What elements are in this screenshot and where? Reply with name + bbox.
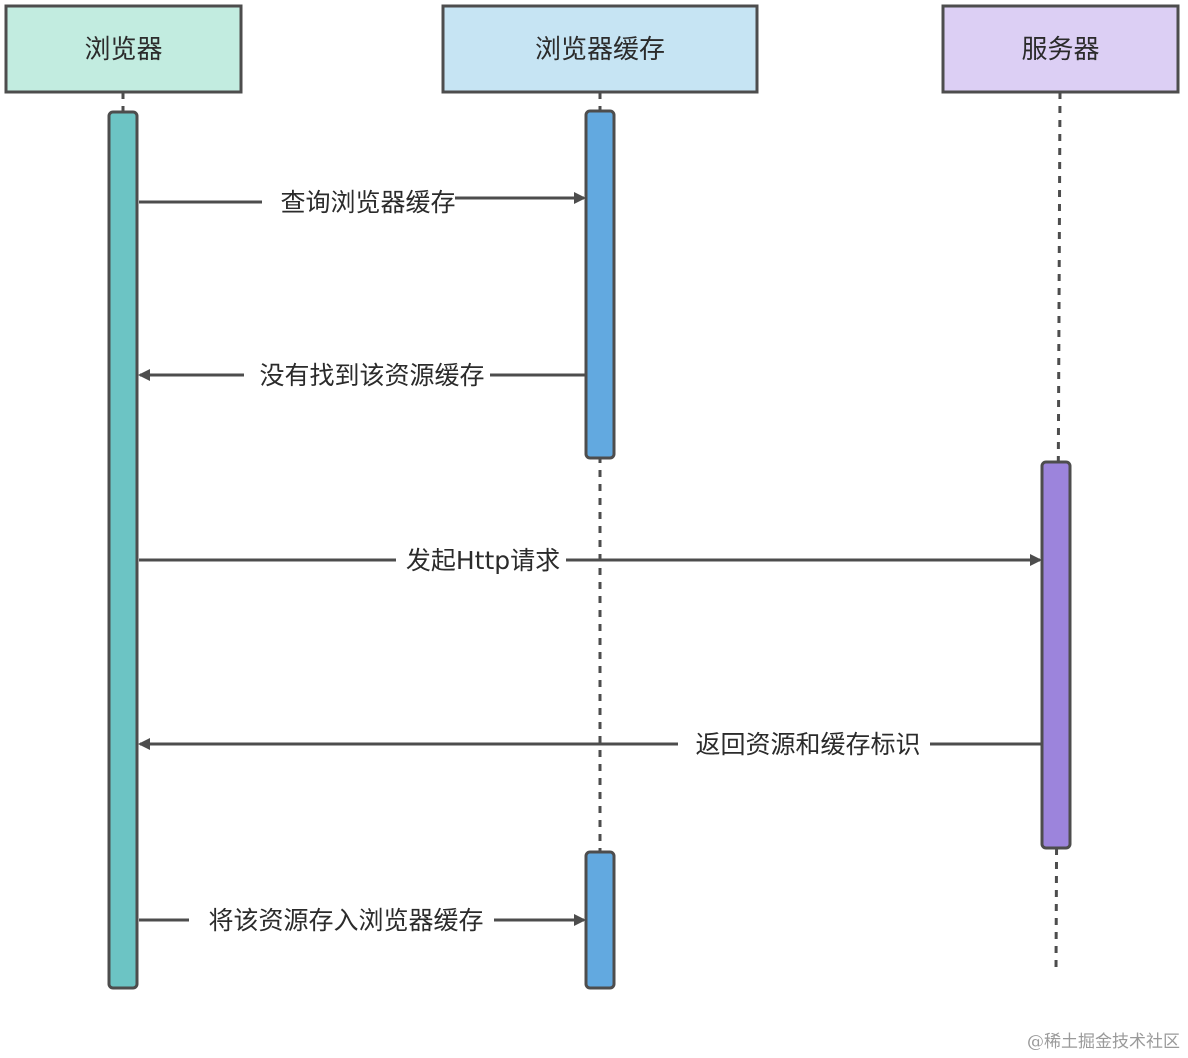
message-label: 发起Http请求 xyxy=(406,546,560,575)
message-label: 没有找到该资源缓存 xyxy=(259,361,484,390)
activation-browser xyxy=(107,110,139,990)
participant-label: 浏览器缓存 xyxy=(535,35,665,65)
message-http-request: 发起Http请求 xyxy=(139,546,1042,575)
message-store-cache: 将该资源存入浏览器缓存 xyxy=(139,906,586,935)
message-label: 查询浏览器缓存 xyxy=(280,188,455,217)
participant-label: 浏览器 xyxy=(84,35,162,65)
message-cache-miss: 没有找到该资源缓存 xyxy=(138,361,585,390)
message-label: 返回资源和缓存标识 xyxy=(695,730,920,759)
watermark: @稀土掘金技术社区 xyxy=(1027,1032,1180,1052)
participant-browser: 浏览器 xyxy=(4,4,243,94)
activation-server xyxy=(1040,460,1072,850)
message-query-cache: 查询浏览器缓存 xyxy=(139,188,586,217)
activation-cache xyxy=(584,109,616,460)
activation-cache xyxy=(584,850,616,990)
participant-label: 服务器 xyxy=(1021,35,1099,65)
participant-cache: 浏览器缓存 xyxy=(441,4,759,94)
participant-server: 服务器 xyxy=(941,4,1180,94)
message-label: 将该资源存入浏览器缓存 xyxy=(208,906,483,935)
message-return-resource: 返回资源和缓存标识 xyxy=(138,730,1041,759)
